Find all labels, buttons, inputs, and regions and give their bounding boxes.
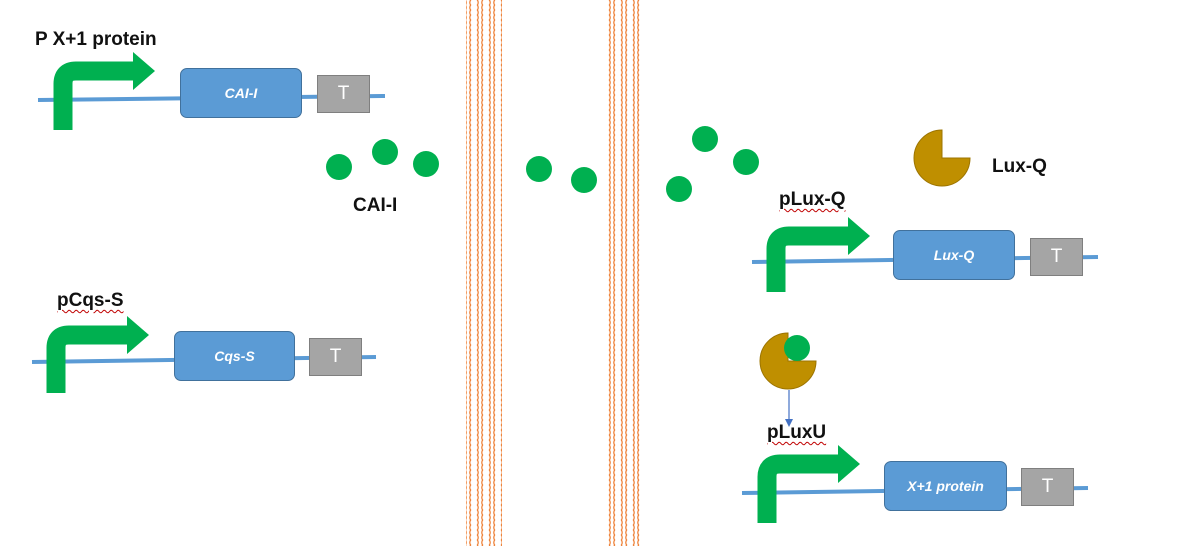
membrane-right: [608, 0, 644, 546]
promoter-arrowhead: [133, 52, 155, 90]
cai-i-molecule: [571, 167, 597, 193]
promoter-label-pcqs-s: pCqs-S: [57, 290, 124, 311]
terminator-box: T: [317, 75, 370, 113]
activation-arrowhead: [785, 419, 793, 427]
terminator-box: T: [1030, 238, 1083, 276]
gene-box-cai-i: CAI-I: [180, 68, 302, 118]
cai-i-molecule: [413, 151, 439, 177]
cai-i-molecule: [526, 156, 552, 182]
terminator-box: T: [1021, 468, 1074, 506]
lux-q-bound-complex: [759, 332, 817, 390]
promoter-label-plux-q: pLux-Q: [779, 189, 846, 210]
bound-cai-i-molecule: [784, 335, 810, 361]
gene-box-lux-q: Lux-Q: [893, 230, 1015, 280]
promoter-arrow: [53, 61, 133, 130]
promoter-arrowhead: [127, 316, 149, 354]
lux-q-receptor-shape: [913, 129, 971, 187]
gene-box-cqs-s: Cqs-S: [174, 331, 295, 381]
cai-i-molecule: [692, 126, 718, 152]
receptor-label-lux-q: Lux-Q: [992, 156, 1047, 177]
cai-i-molecule: [666, 176, 692, 202]
bound-receptor-shape: [759, 332, 817, 390]
terminator-box: T: [309, 338, 362, 376]
promoter-arrow: [766, 226, 848, 292]
promoter-arrowhead: [848, 217, 870, 255]
molecule-label-cai-i: CAI-I: [353, 195, 398, 216]
cai-i-molecule: [372, 139, 398, 165]
cai-i-molecule: [733, 149, 759, 175]
gene-box-x1-protein: X+1 protein: [884, 461, 1007, 511]
promoter-arrowhead: [838, 445, 860, 483]
promoter-arrow: [757, 454, 838, 523]
membrane-left: [466, 0, 502, 546]
promoter-arrow: [46, 325, 127, 393]
promoter-label-pluxu: pLuxU: [767, 422, 827, 443]
cai-i-molecules: [326, 126, 759, 202]
promoter-label-p-x1-protein: P X+1 protein: [35, 29, 157, 50]
cai-i-molecule: [326, 154, 352, 180]
